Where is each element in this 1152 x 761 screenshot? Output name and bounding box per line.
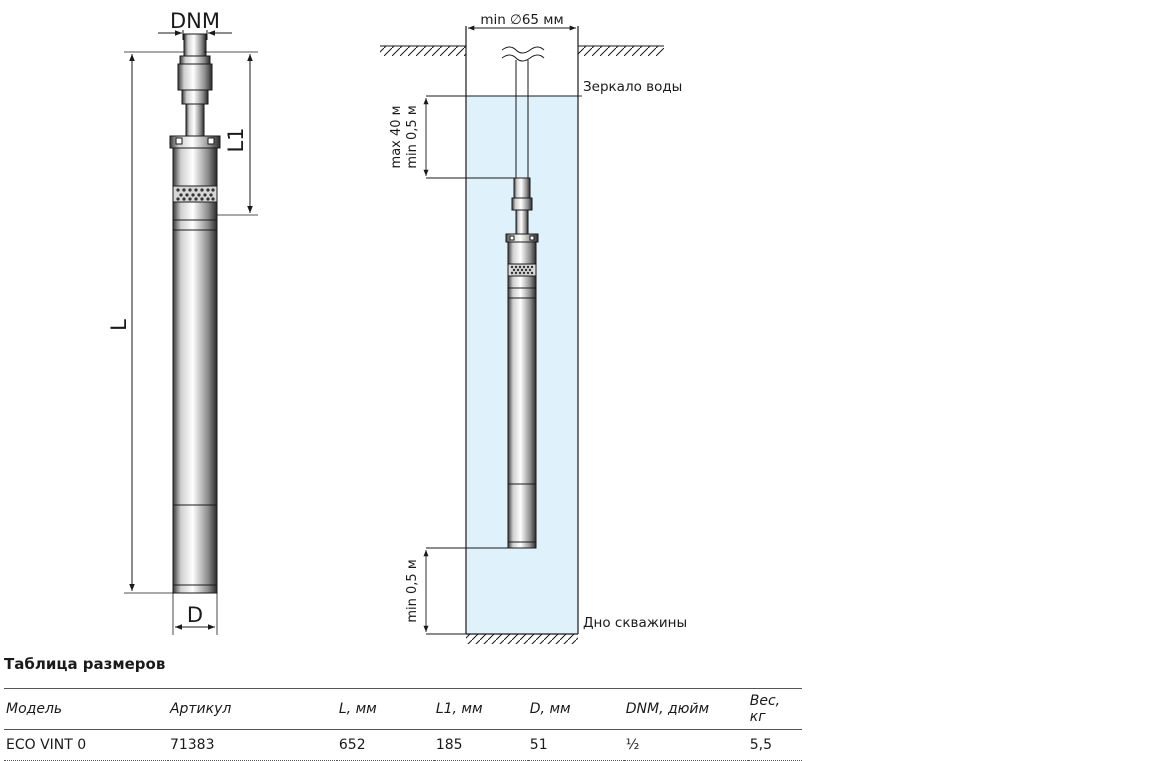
header-weight: Вес, кг	[747, 688, 802, 730]
pump-diagram: DNM L1 L	[107, 9, 687, 644]
cell-d: 51	[527, 729, 624, 761]
table-header-row: Модель Артикул L, мм L1, мм D, мм DNM, д…	[4, 688, 802, 730]
bottom-gap-label: min 0,5 м	[405, 559, 420, 622]
depth-max-label: max 40 м	[389, 106, 404, 169]
l-label: L	[107, 319, 131, 331]
cell-l1: 185	[433, 729, 528, 761]
size-table: Модель Артикул L, мм L1, мм D, мм DNM, д…	[4, 688, 802, 761]
table-title: Таблица размеров	[4, 655, 166, 673]
header-model: Модель	[4, 688, 168, 730]
cell-weight: 5,5	[747, 729, 802, 761]
header-d: D, мм	[527, 688, 624, 730]
cell-article: 71383	[167, 729, 337, 761]
l1-label: L1	[224, 127, 248, 152]
pump-side-view: DNM L1 L	[107, 9, 258, 635]
table-row: ECO VINT 0 71383 652 185 51 ½ 5,5	[4, 729, 802, 761]
depth-min-label: min 0,5 м	[405, 105, 420, 168]
header-l1: L1, мм	[433, 688, 528, 730]
well-bottom-label: Дно скважины	[583, 615, 687, 631]
dnm-label: DNM	[170, 9, 220, 33]
cell-model: ECO VINT 0	[4, 729, 168, 761]
header-article: Артикул	[167, 688, 337, 730]
well-installation-view: min ∅65 мм Зеркало воды max 40 м min 0,5…	[380, 12, 687, 644]
min-diameter-label: min ∅65 мм	[480, 12, 563, 28]
cell-l: 652	[336, 729, 434, 761]
water-mirror-label: Зеркало воды	[583, 79, 682, 95]
d-label: D	[187, 603, 203, 627]
header-l: L, мм	[336, 688, 434, 730]
header-dnm: DNM, дюйм	[623, 688, 748, 730]
cell-dnm: ½	[623, 729, 748, 761]
